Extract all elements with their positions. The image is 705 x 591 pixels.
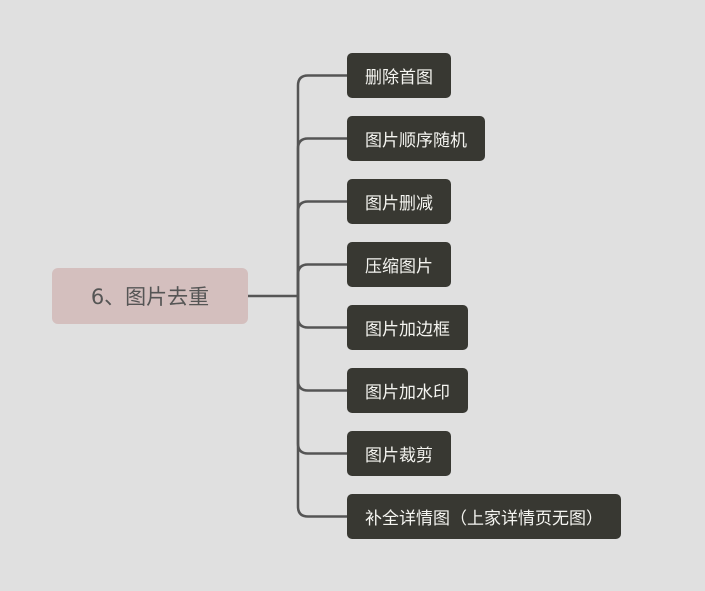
child-node-shuffle-order[interactable]: 图片顺序随机 [347, 116, 485, 161]
child-label: 图片加边框 [365, 320, 450, 340]
child-label: 删除首图 [365, 68, 433, 88]
branch-connector [296, 296, 347, 455]
child-node-reduce-images[interactable]: 图片删减 [347, 179, 451, 224]
branch-connector [296, 137, 347, 296]
root-node[interactable]: 6、图片去重 [52, 268, 248, 324]
child-node-compress[interactable]: 压缩图片 [347, 242, 451, 287]
child-label: 压缩图片 [365, 257, 433, 277]
branch-connector [296, 296, 347, 329]
child-node-complete-details[interactable]: 补全详情图（上家详情页无图） [347, 494, 621, 539]
child-label: 图片删减 [365, 194, 433, 214]
branch-connector [296, 263, 347, 296]
child-node-add-border[interactable]: 图片加边框 [347, 305, 468, 350]
branch-connector [296, 74, 347, 296]
branch-connector [296, 296, 347, 518]
child-label: 图片裁剪 [365, 446, 433, 466]
child-label: 补全详情图（上家详情页无图） [365, 509, 603, 529]
child-node-delete-first[interactable]: 删除首图 [347, 53, 451, 98]
child-label: 图片加水印 [365, 383, 450, 403]
branch-connector [296, 200, 347, 296]
branch-connector [296, 296, 347, 392]
child-node-add-watermark[interactable]: 图片加水印 [347, 368, 468, 413]
child-node-crop[interactable]: 图片裁剪 [347, 431, 451, 476]
root-label: 6、图片去重 [90, 285, 210, 309]
child-label: 图片顺序随机 [365, 131, 467, 151]
